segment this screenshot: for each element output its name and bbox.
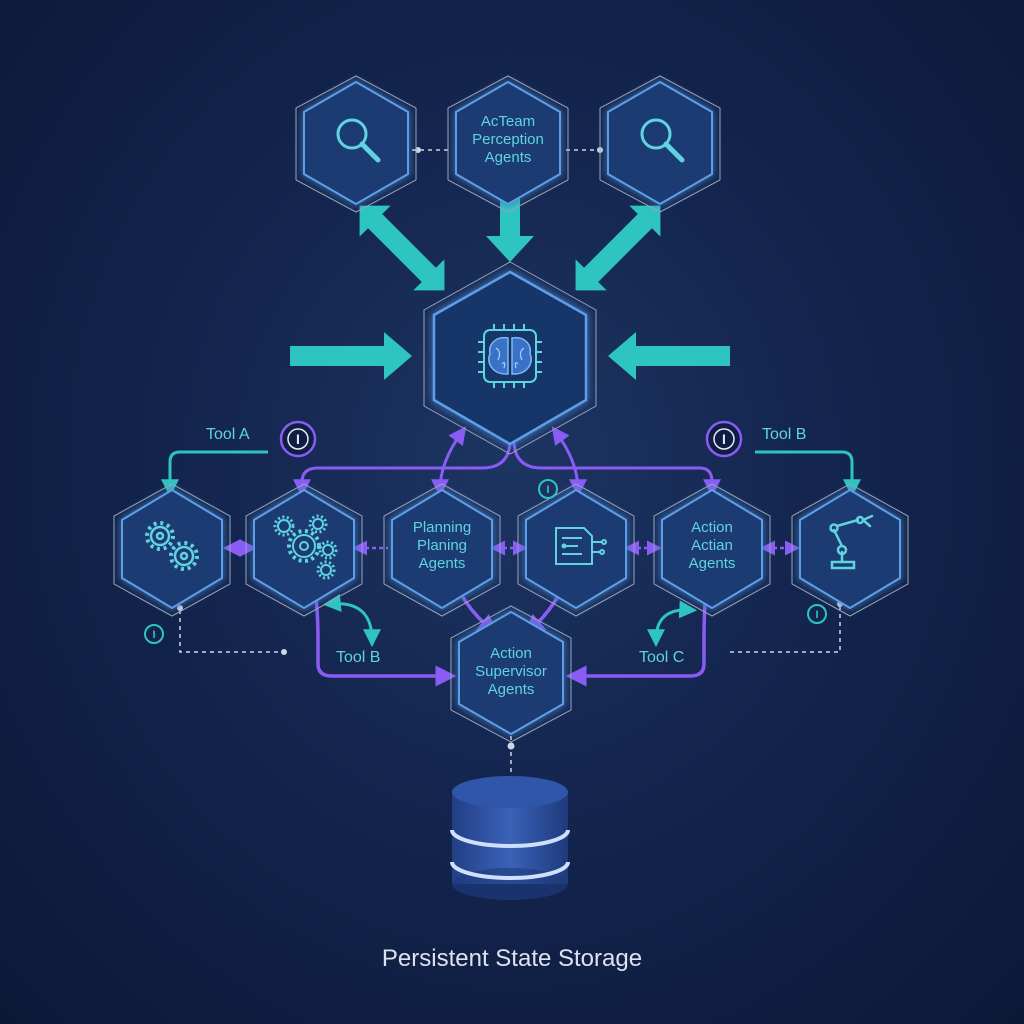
dashed-link-robot-right [728,606,841,653]
info-icon: I [296,431,300,447]
planning-line1: Planning [413,519,471,536]
info-icon: I [722,431,726,447]
info-icon: I [815,609,818,621]
gear-cluster-icon [273,514,338,580]
core-planning-link [431,426,467,498]
perception-team-line1: AcTeam [481,113,535,130]
robot-arm-node[interactable] [791,483,909,617]
storage-label: Persistent State Storage [382,945,642,972]
magnifier-icon [640,118,685,163]
action-line1: Action [691,519,733,536]
supervisor-line1: Action [490,645,532,662]
supervisor-line3: Agents [488,681,535,698]
tools-gear-cluster-node[interactable] [245,483,363,617]
info-icon: I [152,629,155,641]
arrow-left-into-core [290,332,412,380]
tools-gears-node[interactable] [113,483,231,617]
tool-b-right-connector [755,450,861,498]
planning-agents-node[interactable]: Planning Planing Agents [383,483,501,617]
perception-right-node[interactable] [599,75,721,213]
robot-arm-icon [829,514,874,570]
action-agents-node[interactable]: Action Actian Agents [653,483,771,617]
tool-a-connector [161,450,268,498]
perception-team-node[interactable]: AcTeam Perception Agents [447,75,569,213]
tool-c-label: Tool C [639,649,684,666]
info-badge-tool-a[interactable]: I [279,420,317,458]
gears-icon [145,521,199,571]
core-document-link [551,426,587,498]
document-node[interactable] [517,483,635,617]
perception-team-line2: Perception [472,131,544,148]
arrow-top-into-core [486,198,534,262]
magnifier-icon [336,118,381,163]
action-line2: Actian [691,537,733,554]
info-badge-tool-b[interactable]: I [705,420,743,458]
core-to-action-bus [512,439,721,498]
info-badge-left[interactable]: I [144,624,164,644]
brain-chip-icon [478,324,542,388]
perception-left-node[interactable] [295,75,417,213]
action-line3: Agents [689,555,736,572]
core-to-tools-bus [293,439,512,498]
dashed-link-gears-left [179,610,282,653]
info-badge-right[interactable]: I [807,604,827,624]
tool-b-lower-label: Tool B [336,649,380,666]
arrow-right-into-core [608,332,730,380]
supervisor-node[interactable]: Action Supervisor Agents [450,605,572,743]
central-core-node[interactable] [423,261,597,455]
planning-line3: Agents [419,555,466,572]
tool-b-right-label: Tool B [762,426,806,443]
tool-c-curl [647,600,698,648]
info-icon: I [546,484,549,496]
info-badge-center[interactable]: I [538,479,558,499]
tool-b-lower-curl [322,594,381,648]
database-icon[interactable] [450,776,570,900]
arrow-diag-right [575,205,661,291]
perception-team-line3: Agents [485,149,532,166]
tool-a-label: Tool A [206,426,250,443]
planning-line2: Planing [417,537,467,554]
core-input-arrows [290,198,730,380]
supervisor-line2: Supervisor [475,663,547,680]
document-circuit-icon [555,527,607,565]
arrow-diag-left [359,205,445,291]
